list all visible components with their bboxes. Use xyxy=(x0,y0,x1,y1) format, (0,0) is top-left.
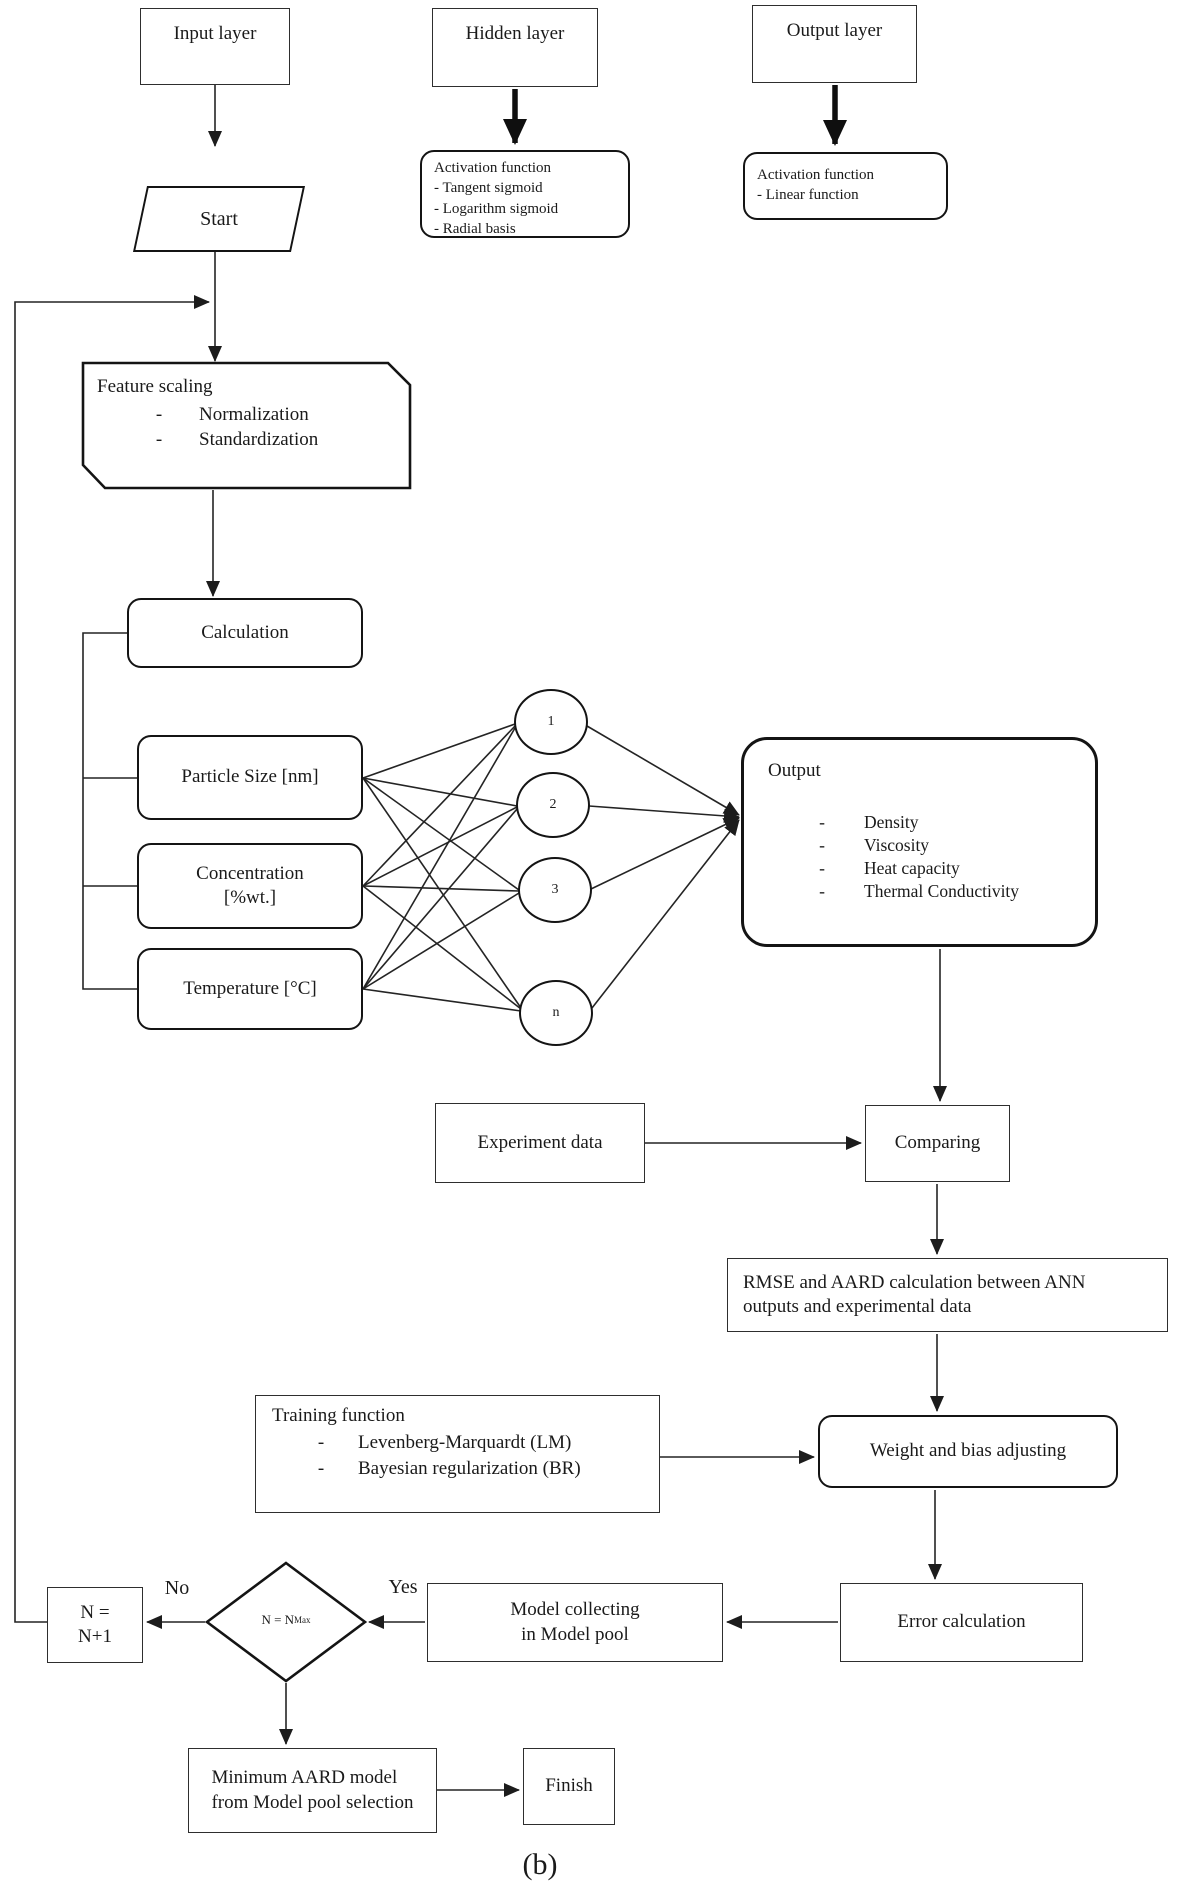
hidden-activation-item: - Logarithm sigmoid xyxy=(434,200,559,217)
start-label: Start xyxy=(200,207,238,230)
ann-output-item-label: Density xyxy=(864,812,919,832)
input-layer-box: Input layer xyxy=(140,8,290,85)
net-line xyxy=(362,725,516,887)
output-activation-title: Activation function xyxy=(757,167,875,183)
training-function-item: - Levenberg-Marquardt (LM) xyxy=(312,1432,647,1454)
bullet-dash: - xyxy=(819,881,825,901)
training-function-item-label: Bayesian regularization (BR) xyxy=(358,1458,581,1479)
figure-caption: (b) xyxy=(522,1848,558,1881)
feature-scaling-content: Feature scaling - Normalization - Standa… xyxy=(97,376,397,451)
bullet-dash: - xyxy=(317,1458,325,1479)
bullet-dash: - xyxy=(819,835,825,855)
training-function-item-label: Levenberg-Marquardt (LM) xyxy=(358,1432,572,1453)
training-function-content: Training function - Levenberg-Marquardt … xyxy=(272,1405,647,1480)
decision-label-subscript: Max xyxy=(294,1615,311,1625)
neuron-circle-3: 3 xyxy=(518,857,592,923)
weight-bias-box: Weight and bias adjusting xyxy=(818,1415,1118,1488)
net-line xyxy=(362,808,518,990)
ann-output-item-label: Heat capacity xyxy=(864,858,960,878)
loop-n-increment-back xyxy=(14,295,210,1623)
temperature-box: Temperature [°C] xyxy=(137,948,363,1030)
model-collecting-box: Model collecting in Model pool xyxy=(427,1583,723,1662)
ann-output-title: Output xyxy=(768,760,821,781)
hidden-activation-content: Activation function - Tangent sigmoid - … xyxy=(434,158,624,239)
feature-scaling-shape xyxy=(81,361,412,490)
output-layer-box: Output layer xyxy=(752,5,917,83)
hidden-activation-box xyxy=(420,150,630,238)
net-line xyxy=(362,885,522,1010)
ann-output-item-label: Viscosity xyxy=(864,835,930,855)
error-calculation-box: Error calculation xyxy=(840,1583,1083,1662)
bullet-dash: - xyxy=(155,429,163,450)
bullet-dash: - xyxy=(155,404,163,425)
comparing-box: Comparing xyxy=(865,1105,1010,1182)
bold-connectors xyxy=(503,85,847,146)
net-line xyxy=(362,777,522,1009)
feature-scaling-item: - Normalization xyxy=(149,404,397,426)
finish-box: Finish xyxy=(523,1748,615,1825)
net-line xyxy=(362,777,518,807)
net-line-out xyxy=(591,819,740,1009)
min-aard-box: Minimum AARD model from Model pool selec… xyxy=(188,1748,437,1833)
ann-output-item: - Heat capacity xyxy=(814,858,1078,879)
thin-connectors xyxy=(14,85,947,1797)
training-function-item: - Bayesian regularization (BR) xyxy=(312,1458,647,1480)
bracket-calculation-inputs xyxy=(82,632,137,990)
calculation-box: Calculation xyxy=(127,598,363,668)
decision-label-base: N = N xyxy=(261,1612,295,1627)
ann-output-box xyxy=(741,737,1098,947)
training-function-box xyxy=(255,1395,660,1513)
n-increment-box: N = N+1 xyxy=(47,1587,143,1663)
neuron-circle-1: 1 xyxy=(514,689,588,755)
hidden-layer-box: Hidden layer xyxy=(432,8,598,87)
rmse-aard-box: RMSE and AARD calculation between ANN ou… xyxy=(727,1258,1168,1332)
feature-scaling-item-label: Standardization xyxy=(199,429,319,450)
feature-scaling-item-label: Normalization xyxy=(199,404,309,425)
branch-yes-label: Yes xyxy=(388,1576,418,1598)
net-line xyxy=(362,777,520,891)
hidden-activation-item: - Tangent sigmoid xyxy=(434,180,543,197)
neuron-circle-n: n xyxy=(519,980,593,1046)
net-line xyxy=(362,723,516,779)
neuron-circle-2: 2 xyxy=(516,772,590,838)
feature-scaling-title: Feature scaling xyxy=(97,376,213,397)
ann-output-item: - Viscosity xyxy=(814,835,1078,856)
ann-output-item-label: Thermal Conductivity xyxy=(864,881,1020,901)
hidden-activation-title: Activation function xyxy=(434,160,552,176)
net-line xyxy=(362,885,520,892)
net-line xyxy=(362,892,520,990)
ann-output-content: Output - Density - Viscosity - Heat capa… xyxy=(768,760,1078,902)
net-line xyxy=(362,806,518,887)
net-line-out xyxy=(586,725,740,816)
feature-scaling-item: - Standardization xyxy=(149,429,397,451)
bullet-dash: - xyxy=(819,812,825,832)
output-activation-item: - Linear function xyxy=(757,187,859,204)
ann-output-item: - Thermal Conductivity xyxy=(814,881,1078,902)
net-line xyxy=(362,727,516,990)
experiment-data-box: Experiment data xyxy=(435,1103,645,1183)
net-line-out xyxy=(588,805,740,823)
net-line-out xyxy=(590,817,740,890)
concentration-box: Concentration [%wt.] xyxy=(137,843,363,929)
training-function-title: Training function xyxy=(272,1405,405,1426)
bullet-dash: - xyxy=(819,858,825,878)
output-activation-content: Activation function - Linear function xyxy=(757,165,942,206)
net-line xyxy=(362,988,522,1012)
decision-diamond-shape xyxy=(204,1561,368,1683)
shape-layer xyxy=(81,361,412,1683)
branch-no-label: No xyxy=(164,1577,190,1599)
bullet-dash: - xyxy=(317,1432,325,1453)
ann-output-item: - Density xyxy=(814,812,1078,833)
particle-size-box: Particle Size [nm] xyxy=(137,735,363,820)
start-parallelogram: Start xyxy=(132,186,306,252)
hidden-activation-item: - Radial basis xyxy=(434,220,516,237)
output-activation-box xyxy=(743,152,948,220)
